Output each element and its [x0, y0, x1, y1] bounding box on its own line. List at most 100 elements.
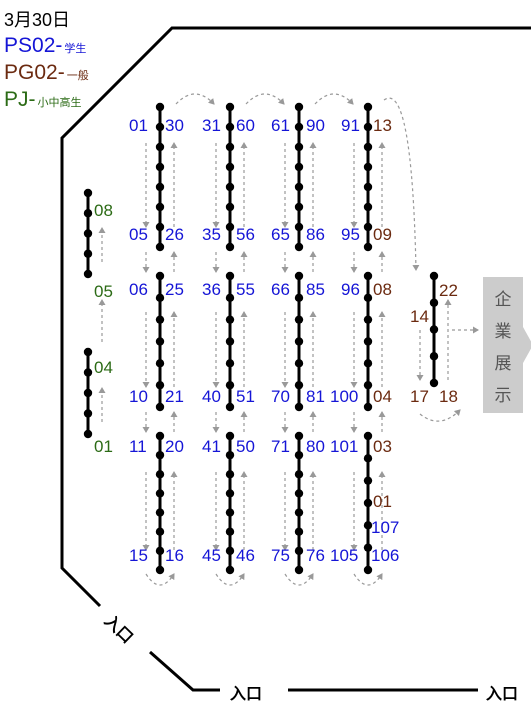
- exhibit-char: 展: [494, 354, 512, 373]
- booth-rack: [83, 188, 93, 279]
- booth-dot: [294, 315, 304, 324]
- booth-dot: [225, 546, 235, 556]
- booth-dot: [294, 122, 304, 132]
- booth-label: 04: [94, 358, 113, 377]
- booth-dot: [225, 380, 235, 390]
- booth-dot: [294, 546, 304, 556]
- booth-rack: [363, 271, 373, 412]
- booth-dot: [155, 222, 165, 232]
- booth-label: 05: [129, 225, 148, 244]
- booth-dot: [83, 249, 93, 258]
- booth-dot: [363, 498, 373, 508]
- booth-dot: [429, 378, 439, 388]
- entrance-bottom-right: 入口: [482, 680, 523, 704]
- booth-label: 15: [129, 546, 148, 565]
- booth-label: 55: [236, 280, 255, 299]
- booth-dot: [294, 431, 304, 441]
- booth-rack: [294, 431, 304, 575]
- booth-dot: [83, 347, 93, 357]
- legend-ps-desc: 学生: [64, 43, 87, 55]
- booth-rack: [225, 271, 235, 412]
- booth-dot: [225, 337, 235, 346]
- booth-label: 20: [165, 437, 184, 456]
- venue-wall-bottom: [149, 650, 220, 692]
- booth-label: 56: [236, 225, 255, 244]
- booth-dot: [225, 242, 235, 252]
- booth-dot: [155, 470, 165, 479]
- booth-dot: [363, 222, 373, 232]
- booth-dot: [83, 209, 93, 218]
- exhibit-arrow-icon: [523, 327, 531, 363]
- booth-dot: [225, 222, 235, 232]
- booth-label: 65: [271, 225, 290, 244]
- booth-label: 81: [306, 387, 325, 406]
- booth-dot: [363, 162, 373, 172]
- booth-dot: [225, 508, 235, 517]
- booth-label: 25: [165, 280, 184, 299]
- legend-pj: PJ-小中高生: [4, 88, 82, 112]
- booth-dot: [363, 142, 373, 152]
- booth-label: 100: [330, 387, 359, 406]
- booth-label: 51: [236, 387, 255, 406]
- date-label: 3月30日: [4, 10, 71, 30]
- booth-label: 60: [236, 116, 255, 135]
- booth-dot: [155, 271, 165, 281]
- booth-dot: [225, 359, 235, 368]
- booth-dot: [155, 242, 165, 252]
- booth-label: 35: [202, 225, 221, 244]
- booth-dot: [225, 565, 235, 575]
- booth-rack: [155, 102, 165, 252]
- booth-dot: [294, 359, 304, 368]
- booth-racks: [83, 102, 439, 575]
- booth-dot: [83, 269, 93, 279]
- booth-dot: [294, 565, 304, 575]
- booth-dot: [429, 298, 439, 307]
- booth-label: 14: [410, 307, 429, 326]
- booth-dot: [155, 102, 165, 112]
- booth-rack: [363, 102, 373, 252]
- booth-dot: [363, 454, 373, 463]
- exhibit-char: 企: [494, 290, 512, 309]
- flow-curve: [175, 93, 215, 105]
- booth-label: 21: [165, 387, 184, 406]
- booth-dot: [363, 337, 373, 346]
- booth-dot: [83, 368, 93, 377]
- booth-label: 36: [202, 280, 221, 299]
- booth-label: 01: [129, 116, 148, 135]
- booth-dot: [363, 380, 373, 390]
- legend-pg-desc: 一般: [66, 70, 89, 82]
- booth-dot: [294, 380, 304, 390]
- booth-dot: [225, 293, 235, 303]
- booth-dot: [225, 162, 235, 172]
- booth-dot: [155, 450, 165, 460]
- booth-label: 11: [129, 437, 147, 456]
- flow-curve: [314, 93, 354, 105]
- booth-dot: [363, 202, 373, 212]
- booth-rack: [155, 271, 165, 412]
- booth-dot: [363, 122, 373, 132]
- legend-pg: PG02-一般: [4, 61, 89, 85]
- booth-label: 01: [373, 492, 392, 511]
- booth-label: 26: [165, 225, 184, 244]
- booth-dot: [225, 431, 235, 441]
- booth-dot: [83, 229, 93, 238]
- booth-dot: [363, 315, 373, 324]
- booth-label: 75: [271, 546, 290, 565]
- booth-dot: [155, 142, 165, 152]
- booth-dot: [155, 182, 165, 192]
- booth-dot: [155, 402, 165, 412]
- booth-label: 30: [165, 116, 184, 135]
- flow-curve: [245, 93, 285, 105]
- booth-label: 05: [94, 282, 113, 301]
- flow-curve: [353, 573, 383, 586]
- booth-label: 31: [202, 116, 221, 135]
- exhibit-char: 示: [494, 386, 512, 405]
- booth-label: 16: [165, 546, 184, 565]
- booth-dot: [225, 450, 235, 460]
- booth-dot: [225, 122, 235, 132]
- booth-dot: [294, 142, 304, 152]
- booth-dot: [225, 489, 235, 498]
- booth-dot: [294, 271, 304, 281]
- booth-dot: [294, 508, 304, 517]
